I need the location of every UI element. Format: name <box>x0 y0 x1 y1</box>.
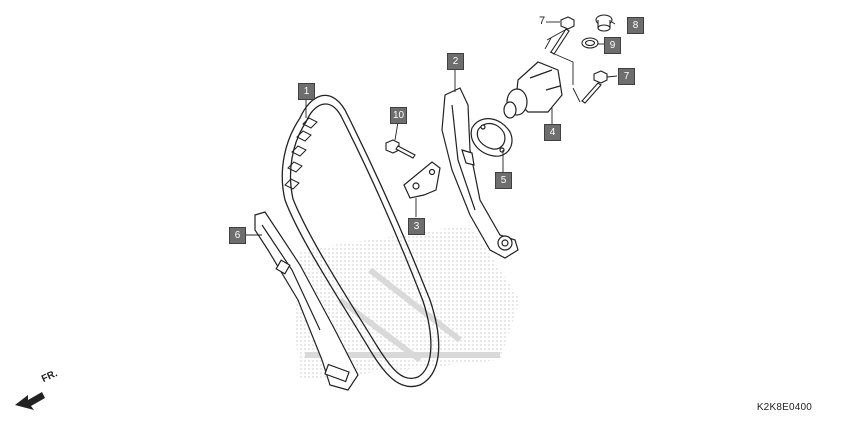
callout-1: 1 <box>298 83 315 100</box>
callout-7-top: 7 <box>539 15 546 27</box>
callout-7-right: 7 <box>618 68 635 85</box>
cam-chain <box>281 94 440 388</box>
callout-6: 6 <box>229 227 246 244</box>
tensioner-arm <box>441 87 519 259</box>
callout-10: 10 <box>390 107 407 124</box>
leader-lines <box>245 21 618 236</box>
callout-8: 8 <box>627 17 644 34</box>
front-arrow-icon <box>15 392 45 410</box>
bolt-right <box>581 70 608 104</box>
callout-2: 2 <box>447 53 464 70</box>
watermark-shading <box>295 225 520 380</box>
bolt-10 <box>385 139 416 159</box>
cam-chain-guide <box>254 211 359 391</box>
callout-4: 4 <box>544 124 561 141</box>
sealing-bolt <box>595 14 613 32</box>
gasket <box>470 118 513 157</box>
o-ring <box>581 37 599 49</box>
tensioner-lifter <box>503 61 563 119</box>
bracket <box>403 161 441 199</box>
callout-9: 9 <box>604 37 621 54</box>
callout-5: 5 <box>495 172 512 189</box>
callout-3: 3 <box>408 218 425 235</box>
diagram-code: K2K8E0400 <box>756 402 812 413</box>
